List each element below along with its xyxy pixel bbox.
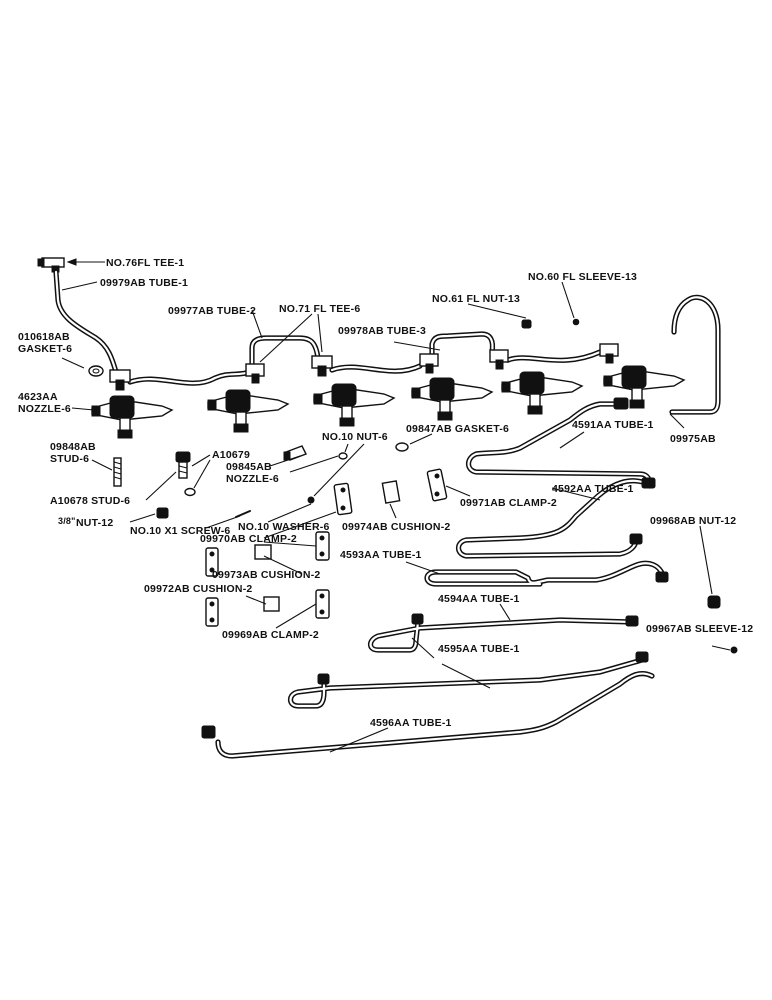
gasket-010618-part (88, 365, 104, 377)
label-gasket-09847: 09847AB GASKET-6 (406, 423, 509, 435)
label-clamp-09970: 09970AB CLAMP-2 (200, 533, 297, 545)
label-nozzle-4623-desc: NOZZLE-6 (18, 403, 71, 415)
part-labels: NO.76FL TEE-1 09979AB TUBE-1 09977AB TUB… (18, 257, 753, 729)
label-tube-4593: 4593AA TUBE-1 (340, 549, 422, 561)
sleeve-60-part (572, 318, 580, 326)
label-sleeve-60: NO.60 FL SLEEVE-13 (528, 271, 637, 283)
gasket-09847-part (395, 442, 409, 452)
no10-washer-part (307, 496, 315, 504)
label-a10679: A10679 (212, 449, 250, 461)
cushion-parts (254, 480, 401, 612)
label-nut-38: NUT-12 (76, 517, 113, 529)
tube-09979-part (53, 269, 119, 375)
label-stud-a10678: A10678 STUD-6 (50, 495, 130, 507)
label-washer-no10: NO.10 WASHER-6 (238, 521, 330, 533)
no10-nut-part (338, 452, 348, 460)
label-clamp-09971: 09971AB CLAMP-2 (460, 497, 557, 509)
leader-lines (61, 258, 731, 753)
label-cushion-09972: 09972AB CUSHION-2 (144, 583, 252, 595)
tube-end-fittings (201, 397, 738, 739)
clamp-parts (205, 468, 448, 627)
label-tube-4595: 4595AA TUBE-1 (438, 643, 520, 655)
nut-61-part (521, 319, 532, 329)
tee-71-parts (109, 343, 619, 391)
label-tube-4592: 4592AA TUBE-1 (552, 483, 634, 495)
stud-09848-part (113, 457, 122, 487)
label-tube-4594: 4594AA TUBE-1 (438, 593, 520, 605)
return-tubes (127, 331, 603, 386)
label-gasket-010618-part-no: 010618AB (18, 331, 70, 343)
tee-76-part (37, 257, 65, 273)
label-clamp-09969: 09969AB CLAMP-2 (222, 629, 319, 641)
label-tee-76: NO.76FL TEE-1 (106, 257, 184, 269)
label-tee-71: NO.71 FL TEE-6 (279, 303, 360, 315)
nozzle-09845-part (283, 445, 307, 461)
label-nozzle-4623-part-no: 4623AA (18, 391, 58, 403)
tube-09975-part (669, 294, 721, 415)
label-sleeve-09967: 09967AB SLEEVE-12 (646, 623, 753, 635)
injection-tubes (215, 401, 667, 759)
nozzle-4623-parts (91, 365, 686, 439)
label-tube-09975: 09975AB (670, 433, 716, 445)
label-gasket-010618-desc: GASKET-6 (18, 343, 72, 355)
washer-a10679-part (184, 487, 196, 497)
label-screw-no10: NO.10 X1 SCREW-6 (130, 525, 230, 537)
label-nozzle-09845-desc: NOZZLE-6 (226, 473, 279, 485)
label-nut-09968: 09968AB NUT-12 (650, 515, 736, 527)
nut-38-part (156, 507, 169, 519)
label-tube-09979: 09979AB TUBE-1 (100, 277, 188, 289)
label-cushion-09973: 09973AB CUSHION-2 (212, 569, 320, 581)
label-nut-no10: NO.10 NUT-6 (322, 431, 388, 443)
label-cushion-09974: 09974AB CUSHION-2 (342, 521, 450, 533)
label-nut-61: NO.61 FL NUT-13 (432, 293, 520, 305)
label-nozzle-09845-part-no: 09845AB (226, 461, 272, 473)
label-tube-09977: 09977AB TUBE-2 (168, 305, 256, 317)
label-stud-09848-part-no: 09848AB (50, 441, 96, 453)
label-tube-4591: 4591AA TUBE-1 (572, 419, 654, 431)
label-tube-4596: 4596AA TUBE-1 (370, 717, 452, 729)
no10-screw-part (235, 510, 251, 518)
stud-a10678-part (175, 451, 191, 479)
label-nut-38-size: 3/8" (58, 516, 76, 526)
label-stud-09848-desc: STUD-6 (50, 453, 89, 465)
label-tube-09978: 09978AB TUBE-3 (338, 325, 426, 337)
